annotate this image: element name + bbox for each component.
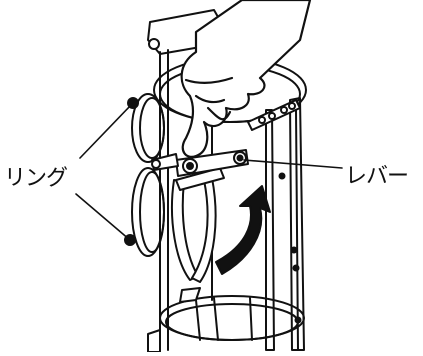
side-ring-lower <box>125 168 164 256</box>
ring-label: リング <box>4 160 67 192</box>
lever-label: レバー <box>345 158 408 190</box>
base-feet <box>148 330 160 352</box>
clamp-arms <box>172 168 224 302</box>
motion-arrow <box>216 186 270 274</box>
side-ring-upper <box>128 94 164 162</box>
